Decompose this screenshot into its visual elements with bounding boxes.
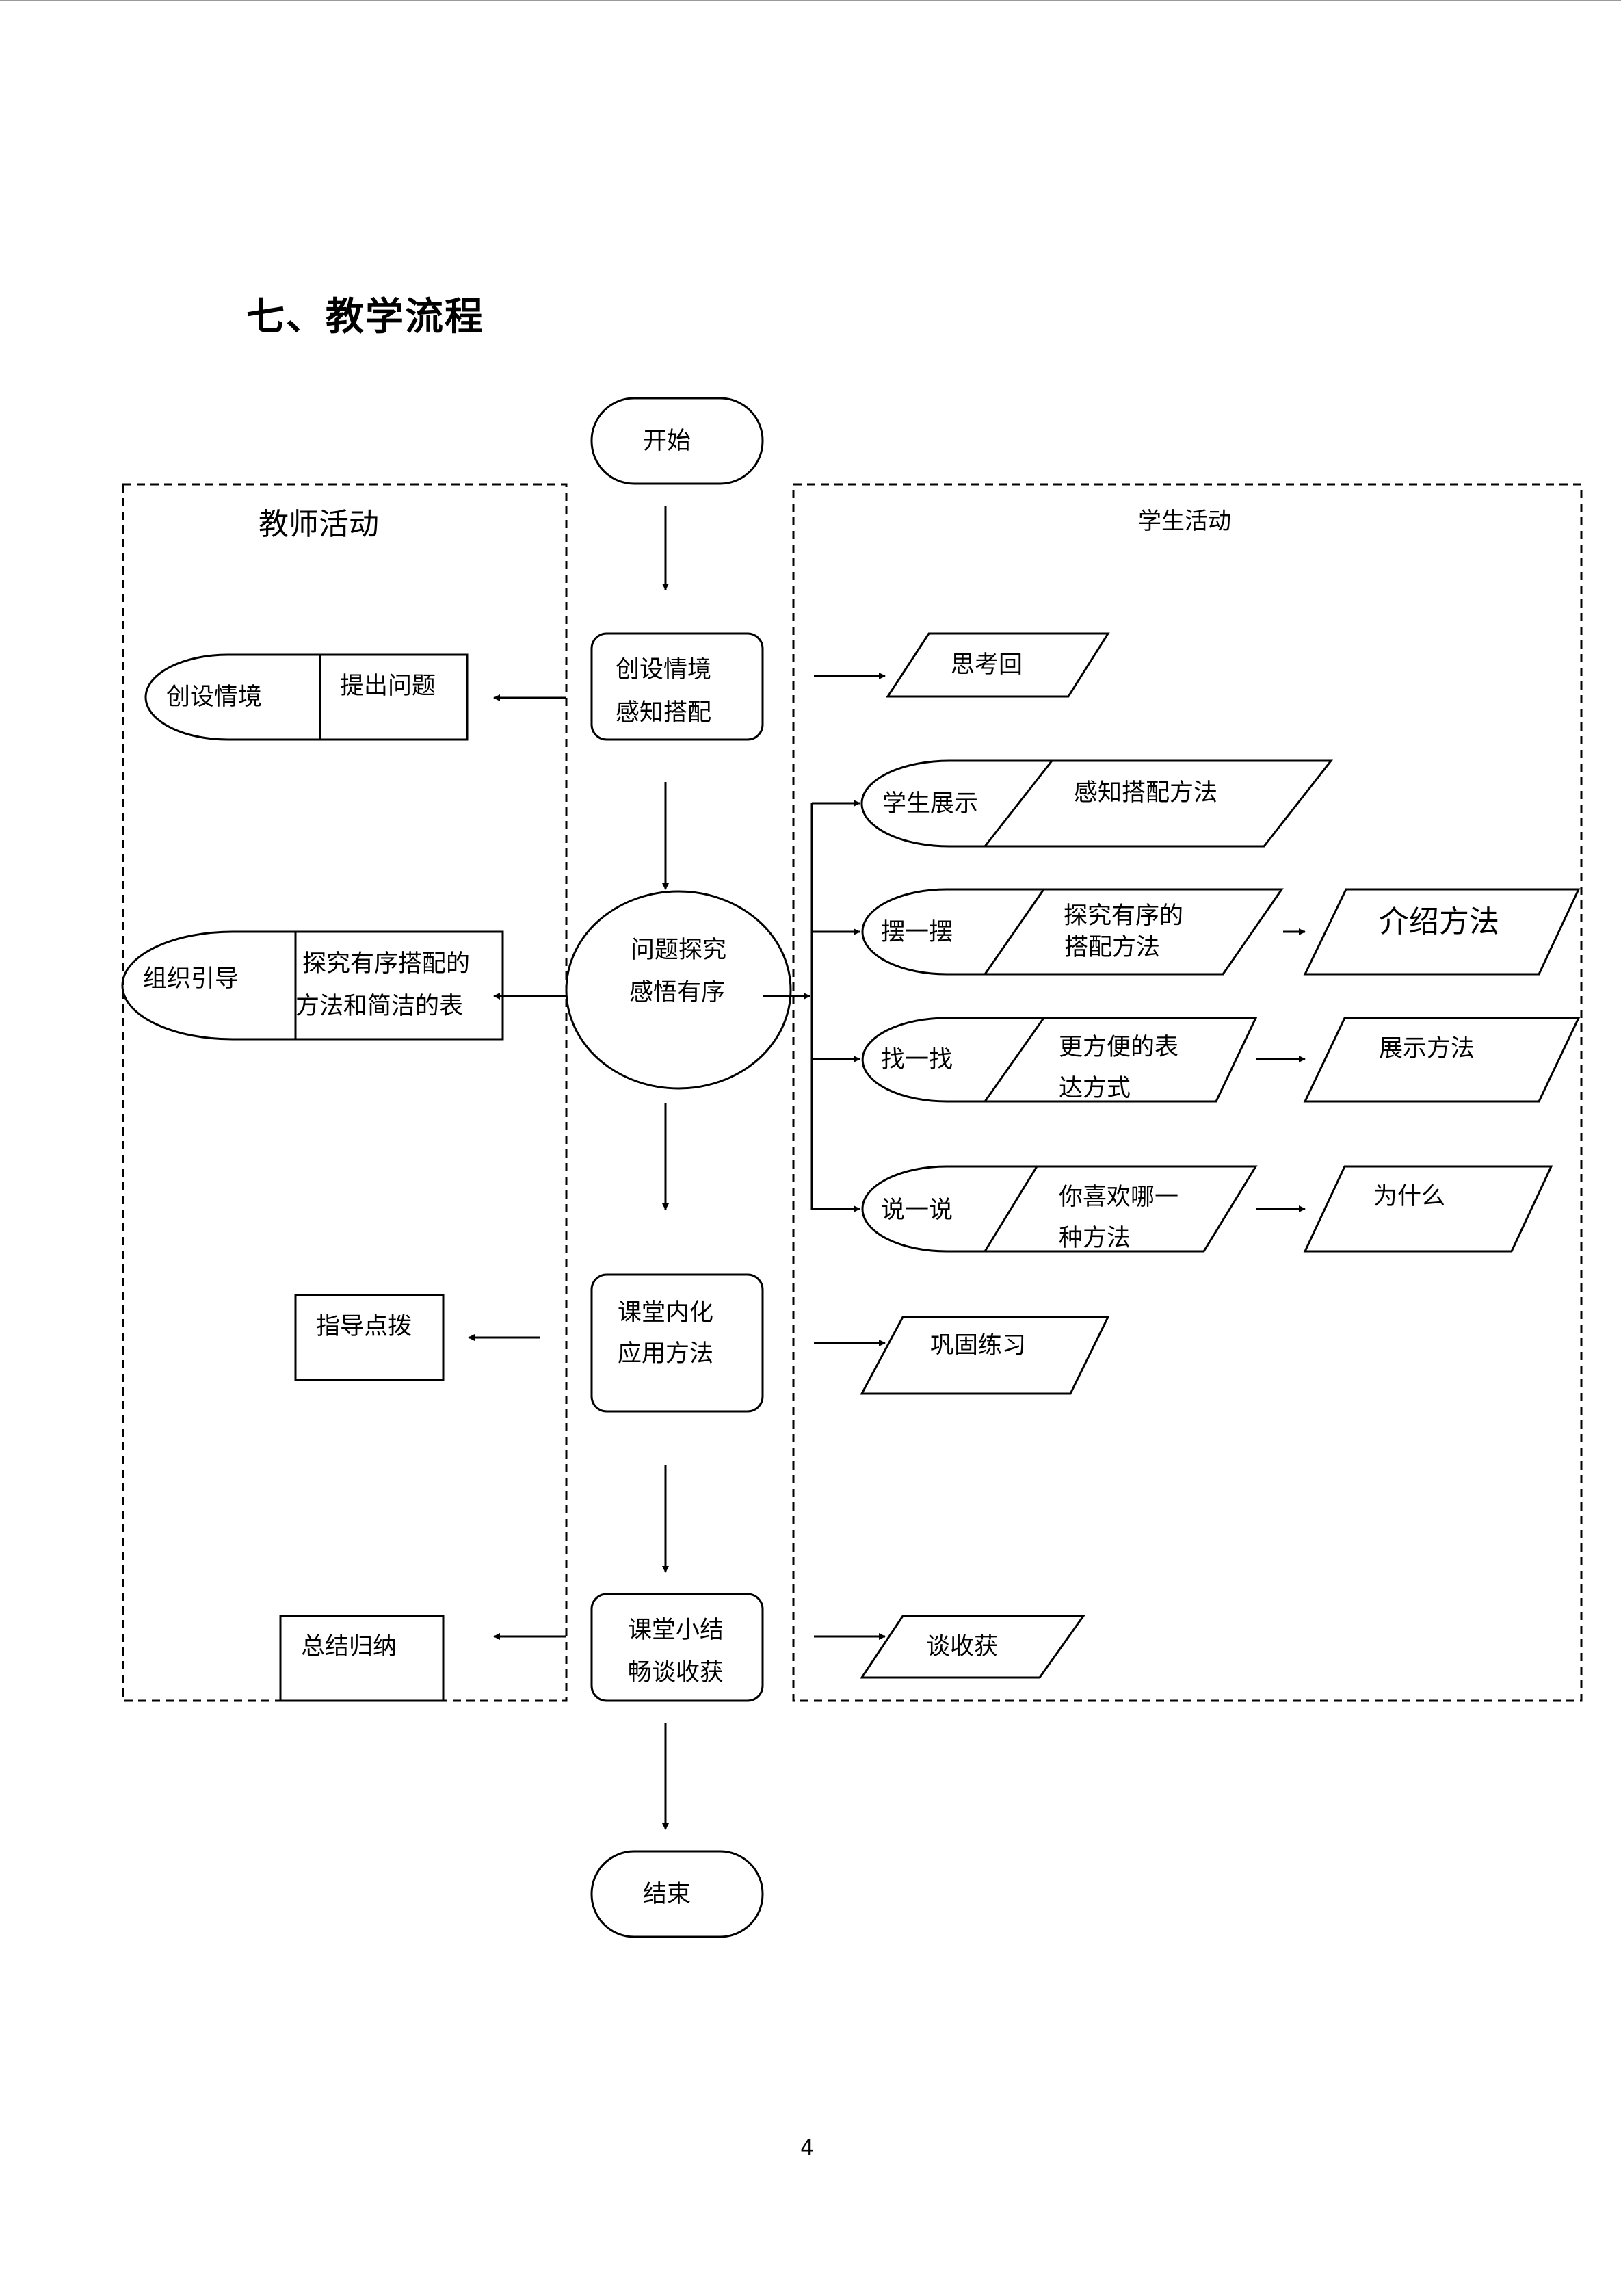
teacher-t3-box [294,1294,445,1381]
student-s3-b-2: 搭配方法 [1064,934,1161,961]
end-label: 结束 [643,1881,691,1908]
start-label: 开始 [643,428,691,455]
student-s3-left-shape [861,888,1044,976]
student-s4-b-clip: 更方便的表 达方式 [1053,1018,1258,1099]
student-s5-b-clip: 你喜欢哪一 种方法 [1053,1166,1258,1249]
step2-label-1: 问题探究 [631,937,727,964]
student-s5-a: 说一说 [881,1197,953,1224]
student-s4-left-shape [861,1017,1044,1103]
step1-label-1: 创设情境 [616,656,712,683]
step3-label-1: 课堂内化 [618,1299,714,1327]
step3-label-2: 应用方法 [618,1340,714,1368]
student-s4-b-1: 更方便的表 [1059,1034,1179,1061]
page-number: 4 [800,2135,815,2161]
step4-label-2: 畅谈收获 [628,1659,724,1686]
teacher-t4-box [279,1615,445,1702]
student-s4-para [983,1017,1258,1103]
student-s5-para [983,1165,1258,1253]
end-node [590,1850,764,1938]
student-s4-a: 找一找 [881,1046,953,1073]
student-s2-b: 感知搭配方法 [1074,779,1218,807]
student-s5-left-shape [861,1165,1037,1253]
student-s4-b-2: 达方式 [1059,1075,1131,1099]
student-s5-c: 为什么 [1373,1183,1446,1210]
start-node [590,397,764,485]
student-s3-b-1: 探究有序的 [1064,902,1184,930]
student-s5-b-1: 你喜欢哪一 [1059,1184,1179,1211]
teacher-t2-left-shape [121,930,295,1041]
step2-node [565,890,792,1090]
student-s5-b-2: 种方法 [1059,1225,1131,1249]
teacher-t1-left-shape [144,653,320,741]
step4-node [590,1593,764,1702]
teacher-t2-b-1: 探究有序搭配的 [302,950,471,978]
student-s5-c-box [1303,1165,1553,1253]
student-s3-c: 介绍方法 [1379,904,1499,939]
student-s1-box [886,632,1110,698]
student-lane-title: 学生活动 [1138,508,1231,535]
page-title: 七、教学流程 [246,295,484,339]
teacher-t1-a: 创设情境 [166,683,263,711]
student-s3-para [983,888,1284,976]
step4-label-1: 课堂小结 [628,1617,724,1644]
student-s6-box [860,1316,1110,1395]
teacher-lane-title: 教师活动 [259,507,379,542]
student-s4-c: 展示方法 [1379,1035,1475,1062]
teacher-t1-right-box [319,653,469,741]
student-s7: 谈收获 [926,1633,999,1660]
student-s4-c-box [1303,1017,1581,1103]
student-s3-c-box [1303,888,1581,976]
student-s2-a: 学生展示 [882,790,979,818]
student-lane-box [792,483,1583,1702]
teacher-t2-b-2: 方法和简洁的表 [295,993,464,1020]
student-s1: 思考回 [951,651,1023,679]
step2-label-2: 感悟有序 [629,979,726,1006]
teacher-t1-b: 提出问题 [340,673,436,700]
teacher-t4: 总结归纳 [301,1633,397,1660]
student-s2-left-shape [860,759,1052,848]
page-top-border [0,0,1621,1]
student-s6: 巩固练习 [930,1332,1027,1359]
student-s7-box [860,1615,1085,1679]
student-s2-para [982,759,1334,848]
teacher-t2-a: 组织引导 [143,965,239,993]
teacher-t2-right-box [294,930,504,1041]
step3-node [590,1273,764,1413]
teacher-t3: 指导点拨 [316,1313,412,1340]
teacher-lane-box [122,483,568,1702]
student-s3-a: 摆一摆 [881,919,953,946]
step1-label-2: 感知搭配 [616,699,712,727]
step1-node [590,632,764,741]
